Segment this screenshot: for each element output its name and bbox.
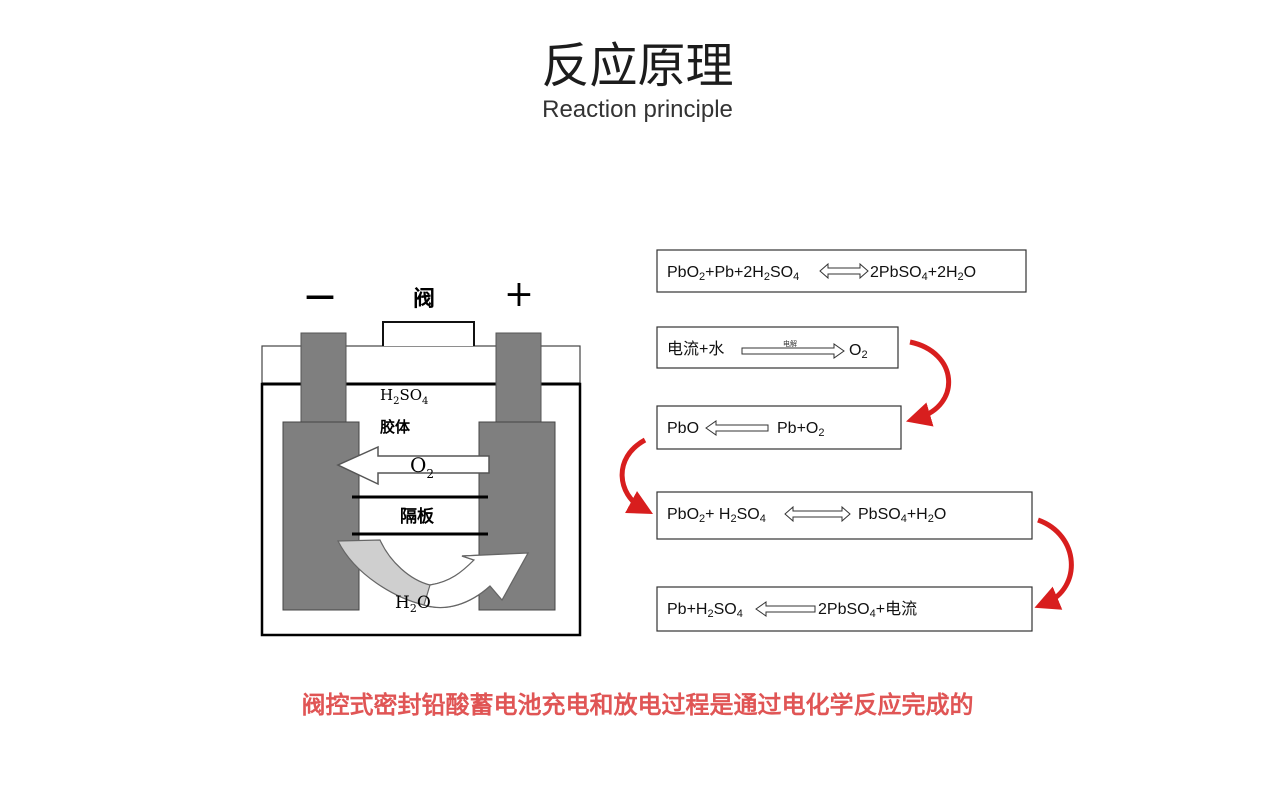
battery-cell: — 阀 + H2SO4 胶体 O2 隔板 H2O (260, 274, 582, 637)
arrow-condition-label: 电解 (783, 339, 797, 348)
svg-text:Pb+H2SO4: Pb+H2SO4 (667, 601, 743, 620)
svg-text:O2: O2 (849, 342, 868, 361)
equation-box-electrolysis: 电流+水 电解 O2 (656, 326, 899, 369)
svg-text:PbO: PbO (667, 420, 699, 437)
svg-text:电流+水: 电流+水 (667, 340, 724, 358)
equation-box-oxygen-reduction: PbO Pb+O2 (656, 405, 902, 450)
double-arrow-icon (819, 262, 869, 280)
equation-box-discharge: Pb+H2SO4 2PbSO4+电流 (656, 586, 1033, 632)
positive-terminal-post (495, 332, 542, 423)
gel-label: 胶体 (380, 418, 411, 436)
flow-arrow-2 (619, 437, 653, 514)
svg-text:PbSO4+H2O: PbSO4+H2O (858, 506, 946, 525)
caption-text: 阀控式密封铅酸蓄电池充电和放电过程是通过电化学反应完成的 (301, 691, 974, 719)
page-subtitle: Reaction principle (542, 96, 733, 123)
negative-terminal-label: — (305, 278, 335, 313)
flow-arrow-1 (906, 339, 952, 427)
equation-box-overall: PbO2+Pb+2H2SO4 2PbSO4+2H2O (656, 249, 1027, 293)
page-title: 反应原理 (541, 38, 734, 94)
svg-text:Pb+O2: Pb+O2 (777, 420, 824, 439)
double-arrow-icon (784, 505, 851, 523)
valve-label: 阀 (413, 286, 435, 312)
negative-electrode (282, 421, 360, 611)
negative-terminal-post (300, 332, 347, 423)
separator-label: 隔板 (400, 506, 435, 527)
oxygen-flow-arrow (336, 445, 490, 486)
flow-arrow-3 (1034, 517, 1074, 610)
svg-text:2PbSO4+2H2O: 2PbSO4+2H2O (870, 264, 976, 283)
electrolyte-label: H2SO4 (380, 386, 428, 407)
positive-terminal-label: + (504, 274, 534, 315)
valve-cap (382, 321, 475, 346)
svg-text:2PbSO4+电流: 2PbSO4+电流 (818, 600, 917, 620)
left-arrow-icon (705, 420, 769, 436)
svg-text:PbO2+Pb+2H2SO4: PbO2+Pb+2H2SO4 (667, 264, 799, 283)
right-arrow-icon (741, 343, 845, 359)
svg-text:PbO2+ H2SO4: PbO2+ H2SO4 (667, 506, 766, 525)
water-label: H2O (395, 593, 431, 615)
oxygen-label: O2 (410, 453, 434, 481)
equation-box-sulfate-reaction: PbO2+ H2SO4 PbSO4+H2O (656, 491, 1033, 540)
left-arrow-icon (755, 601, 816, 617)
